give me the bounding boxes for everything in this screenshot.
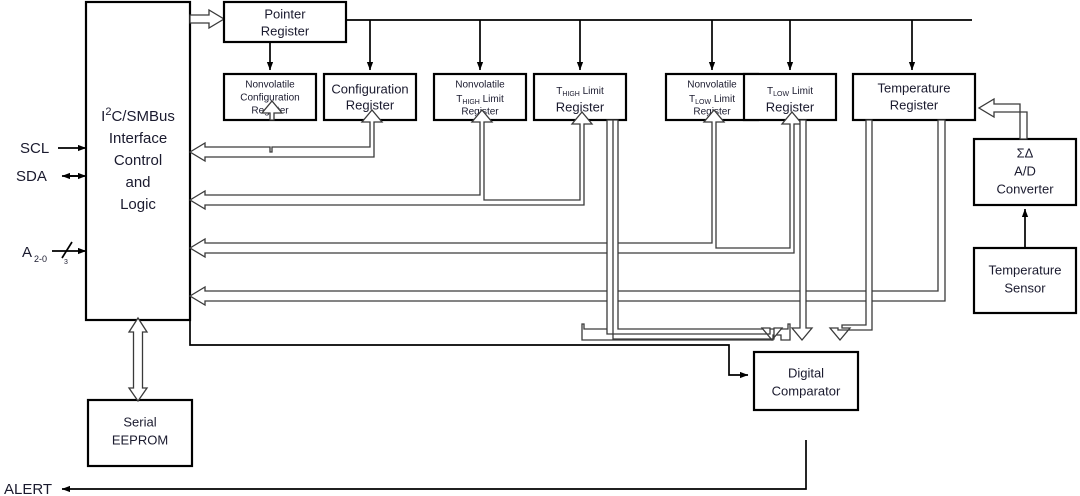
thigh-sub: HIGH — [562, 91, 580, 98]
bus-adc-to-temp-register — [977, 97, 1028, 140]
line-interface-to-comparator — [189, 320, 749, 379]
pin-alert-label: ALERT — [4, 481, 52, 496]
temp-sensor-line1: Temperature — [989, 262, 1062, 277]
svg-text:THIGH Limit: THIGH Limit — [456, 94, 504, 106]
pin-a-label: A — [22, 244, 32, 261]
tlow-sub: LOW — [773, 91, 789, 98]
nv-tlow-t: T — [689, 94, 695, 105]
i2c-label-logic: Logic — [120, 196, 156, 213]
pointer-distribution-bus — [266, 19, 972, 71]
pointer-register-line1: Pointer — [264, 6, 306, 21]
i2c-label-and: and — [125, 174, 150, 191]
bus-readback-1 — [188, 99, 384, 163]
bus-i2c-to-pointer — [189, 8, 226, 30]
block-temperature-register: Temperature Register — [851, 72, 977, 122]
tlow-line2: Register — [766, 99, 815, 114]
block-tlow-limit-register: TLOW Limit Register — [742, 72, 838, 122]
pin-sda: SDA — [16, 168, 87, 185]
eeprom-line1: Serial — [123, 414, 156, 429]
temp-sensor-line2: Sensor — [1004, 280, 1046, 295]
pin-scl-label: SCL — [20, 140, 49, 157]
pointer-register-line2: Register — [261, 23, 310, 38]
block-serial-eeprom: Serial EEPROM — [86, 398, 194, 468]
pin-alert: ALERT — [4, 440, 807, 496]
pin-a-subscript: 2-0 — [34, 254, 47, 264]
comparator-input-arrows — [606, 119, 873, 342]
svg-text:I2C/SMBus: I2C/SMBus — [101, 106, 175, 125]
nv-tlow-limit: Limit — [711, 94, 735, 105]
svg-text:TLOW Limit: TLOW Limit — [767, 86, 813, 98]
comparator-line1: Digital — [788, 365, 824, 380]
nv-thigh-t: T — [456, 94, 462, 105]
adc-line2: A/D — [1014, 163, 1036, 178]
adc-line3: Converter — [996, 181, 1054, 196]
config-line1: Configuration — [331, 81, 408, 96]
bus-readback-3 — [188, 108, 804, 259]
block-pointer-register: Pointer Register — [222, 0, 348, 44]
block-configuration-register: Configuration Register — [322, 72, 418, 122]
svg-text:TLOW Limit: TLOW Limit — [689, 94, 735, 106]
block-digital-comparator: Digital Comparator — [752, 350, 860, 412]
pin-sda-label: SDA — [16, 168, 47, 185]
block-adc: ΣΔ A/D Converter — [972, 137, 1078, 207]
nv-tlow-line1: Nonvolatile — [687, 80, 737, 91]
nv-config-line1: Nonvolatile — [245, 80, 295, 91]
i2c-label-superscript: 2 — [105, 106, 111, 118]
adc-line1: ΣΔ — [1017, 145, 1034, 160]
nv-thigh-limit: Limit — [480, 94, 504, 105]
i2c-label-interface: Interface — [109, 130, 167, 147]
pin-a2-0: A 2-0 3 — [22, 241, 87, 266]
temp-register-line2: Register — [890, 97, 939, 112]
thigh-t: T — [556, 86, 562, 97]
tlow-limit: Limit — [789, 86, 813, 97]
bus-readback-4 — [188, 119, 946, 307]
i2c-label-part2: C/SMBus — [111, 108, 174, 125]
block-temperature-sensor: Temperature Sensor — [972, 246, 1078, 315]
thigh-limit: Limit — [580, 86, 604, 97]
temp-register-line1: Temperature — [878, 80, 951, 95]
nv-config-line2: Configuration — [240, 93, 299, 104]
config-line2: Register — [346, 97, 395, 112]
nv-thigh-line1: Nonvolatile — [455, 80, 505, 91]
block-i2c-interface: I2C/SMBus Interface Control and Logic — [84, 0, 192, 322]
nv-thigh-sub: HIGH — [462, 99, 480, 106]
bus-thigh-to-comparator — [581, 119, 791, 341]
pin-a-bus-width: 3 — [64, 259, 68, 266]
pin-scl: SCL — [20, 140, 87, 157]
eeprom-line2: EEPROM — [112, 432, 168, 447]
svg-text:THIGH Limit: THIGH Limit — [556, 86, 604, 98]
comparator-line2: Comparator — [772, 383, 841, 398]
nv-tlow-sub: LOW — [695, 99, 711, 106]
i2c-label-control: Control — [114, 152, 162, 169]
block-thigh-limit-register: THIGH Limit Register — [532, 72, 628, 122]
bus-readback-2 — [188, 108, 594, 211]
i2c-label-part1: I — [101, 108, 105, 125]
bus-i2c-to-eeprom — [127, 316, 149, 403]
thigh-line2: Register — [556, 99, 605, 114]
tlow-t: T — [767, 86, 773, 97]
